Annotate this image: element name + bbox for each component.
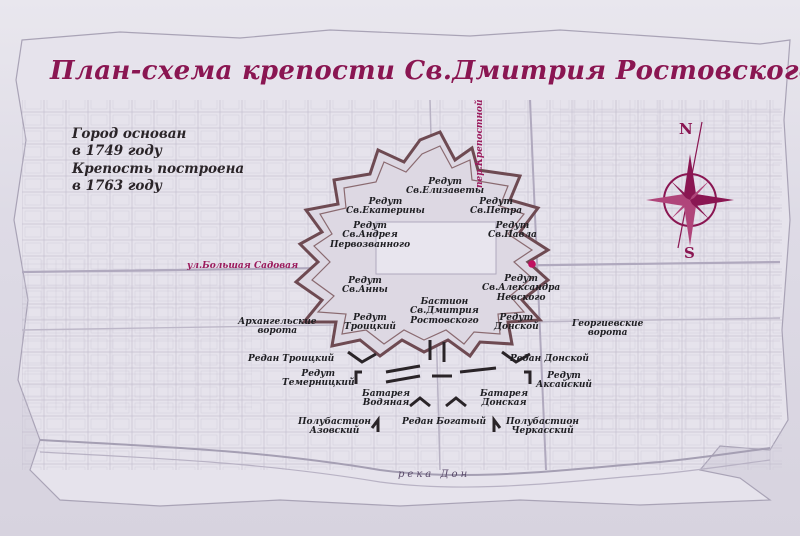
location-dot-icon: [528, 260, 536, 268]
built-year: в 1763 году: [72, 177, 162, 194]
label-redan-troitsky: Редан Троицкий: [248, 354, 335, 364]
founded-line: Город основан: [72, 126, 187, 142]
map-title: План-схема крепости Св.Дмитрия Ростовско…: [50, 56, 800, 86]
founded-year: в 1749 году: [72, 143, 162, 160]
street-bolshaya-sadovaya: ул.Большая Садовая: [187, 261, 299, 271]
compass-south-label: S: [684, 244, 695, 262]
compass-rose-icon: [646, 121, 734, 249]
river-label: река Дон: [398, 469, 471, 480]
label-redan-bogaty: Редан Богатый: [402, 417, 487, 427]
street-krepostnoy: пер.Крепостной: [475, 99, 485, 188]
label-redan-donskoy: Редан Донской: [510, 354, 589, 364]
outer-works: [347, 340, 532, 432]
compass-north-label: N: [679, 120, 693, 138]
history-note: Город основан в 1749 году Крепость постр…: [72, 126, 244, 195]
built-line: Крепость построена: [72, 160, 245, 177]
river-don: [39, 439, 771, 477]
